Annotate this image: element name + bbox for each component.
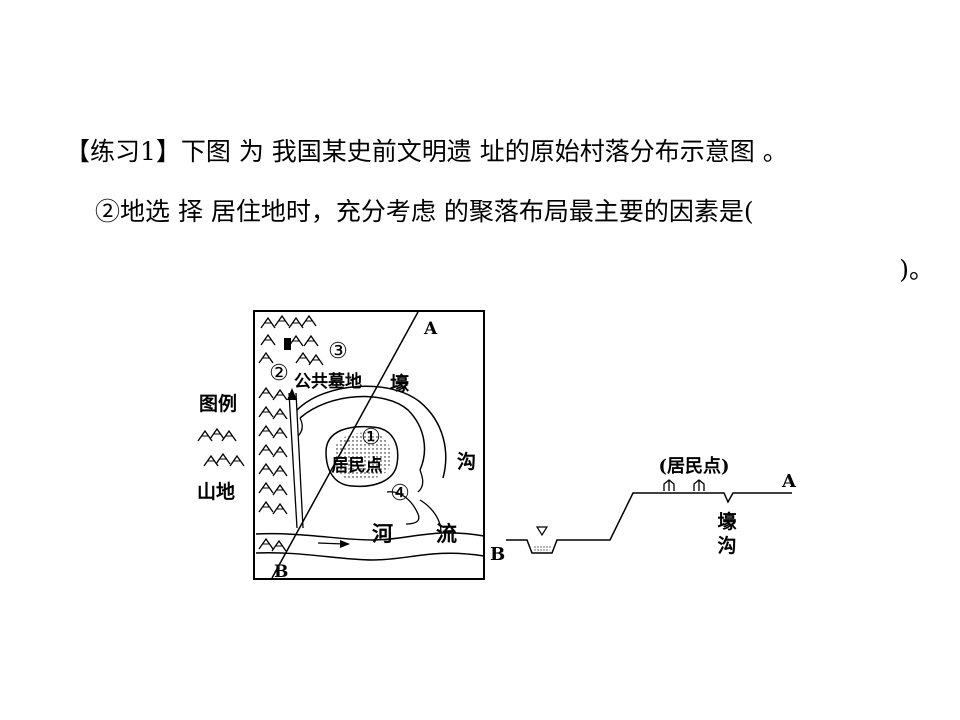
question-line-2: ②地选 择 居住地时，充分考虑 的聚落布局最主要的因素是( xyxy=(95,197,754,226)
marker-3: ③ xyxy=(328,339,348,364)
path-road xyxy=(288,392,304,529)
moat-inner xyxy=(299,395,426,471)
question-line-1: 【练习1】下图 为 我国某史前文明遗 址的原始村落分布示意图 。 xyxy=(65,137,788,166)
profile-terrain xyxy=(506,492,792,554)
profile-river-fill xyxy=(532,545,552,553)
marker-1: ① xyxy=(361,425,381,450)
profile-settlement-label: (居民点) xyxy=(658,455,729,477)
profile-moat-char-2: 沟 xyxy=(717,534,736,557)
cemetery-square xyxy=(284,338,291,350)
map-point-a: A xyxy=(423,319,438,339)
profile-water-symbol xyxy=(535,526,549,537)
cemetery-label: 公共墓地 xyxy=(294,371,362,392)
marker-4: ④ xyxy=(390,481,410,506)
river-char-2: 流 xyxy=(436,521,457,546)
section-line-ab xyxy=(271,311,419,579)
profile-houses xyxy=(663,479,705,491)
river-bank-south xyxy=(255,551,485,561)
ditch-label: 沟 xyxy=(457,450,476,473)
profile-point-b: B xyxy=(490,544,505,565)
moat-outer xyxy=(296,385,447,479)
river-bank-north xyxy=(255,532,485,541)
moat-label: 壕 xyxy=(390,372,410,395)
legend-mountain-icon xyxy=(197,428,245,467)
settlement-label: 居民点 xyxy=(332,455,383,476)
settlement-area xyxy=(325,425,399,488)
path-arrow xyxy=(287,388,297,400)
river-char-1: 河 xyxy=(372,521,393,546)
map-point-b: B xyxy=(274,562,288,582)
question-line-3: )。 xyxy=(899,255,934,284)
profile-moat-char-1: 壕 xyxy=(717,510,737,533)
legend-label: 山地 xyxy=(197,480,235,503)
ditch-line xyxy=(386,491,420,525)
map-frame xyxy=(253,310,485,580)
profile-point-a: A xyxy=(781,471,797,492)
marker-2: ② xyxy=(269,361,289,386)
legend-title: 图例 xyxy=(199,392,237,415)
river-flow-arrow xyxy=(317,542,345,545)
